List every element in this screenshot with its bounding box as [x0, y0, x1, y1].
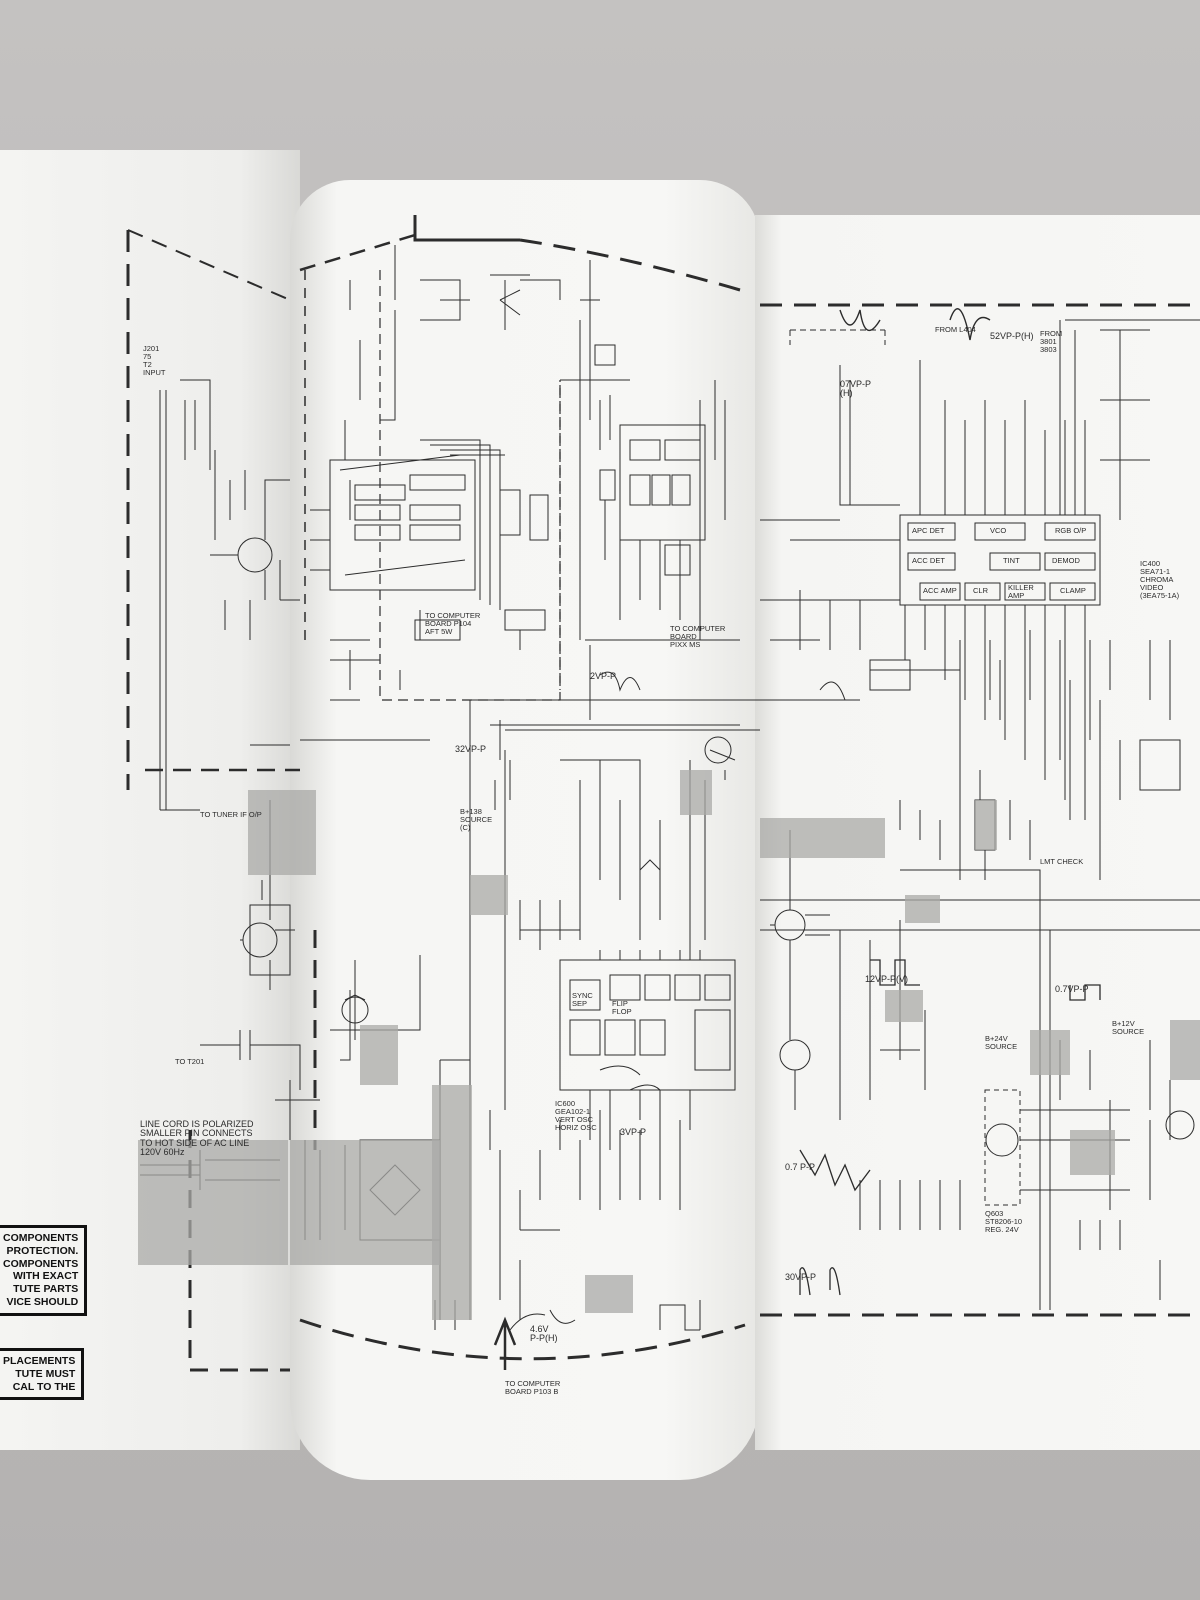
shaded-region [905, 895, 940, 923]
waveform-32vpp-label: 32VP-P [455, 744, 487, 754]
to-computer-pix-label: TO COMPUTER BOARD PIXX MS [670, 624, 726, 649]
notice-line: VICE SHOULD [6, 1295, 79, 1308]
waveform-2vpp-label: 2VP-P [590, 671, 617, 681]
ic600-label: IC600 GEA102-1 VERT OSC HORIZ OSC [555, 1099, 597, 1132]
shaded-region [975, 800, 997, 850]
shaded-region [360, 1025, 398, 1085]
waveform-3vpp-label: 3VP-P [620, 1127, 647, 1137]
shaded-region [1070, 1130, 1115, 1175]
notice-line: TUTE MUST [15, 1367, 76, 1380]
waveform-07vpp-label: 07VP-P (H) [840, 379, 872, 399]
b12v-source-label: B+12V SOURCE [1112, 1019, 1145, 1036]
apc-det-block: APC DET [912, 526, 945, 535]
q603-label: Q603 ST8206-10 REG. 24V [985, 1209, 1023, 1234]
shaded-region [248, 790, 316, 875]
shaded-region [290, 1140, 440, 1265]
tint-block: TINT [1003, 556, 1020, 565]
shaded-region [760, 818, 885, 858]
clr-block: CLR [973, 586, 989, 595]
to-tuner-label: TO TUNER IF O/P [200, 810, 262, 819]
acc-amp-block: ACC AMP [923, 586, 957, 595]
acc-det-block: ACC DET [912, 556, 945, 565]
clamp-block: CLAMP [1060, 586, 1086, 595]
to-computer-bottom-label: TO COMPUTER BOARD P103 B [505, 1379, 561, 1396]
notice-line: PLACEMENTS [3, 1355, 76, 1367]
shaded-region [138, 1140, 288, 1265]
waveform-30vpp-label: 30VP-P [785, 1272, 817, 1282]
demod-block: DEMOD [1052, 556, 1080, 565]
b-source-label: B+138 SOURCE (C) [460, 807, 493, 832]
from-l404-label: FROM L404 [935, 325, 976, 334]
waveform-07pp-label: 0.7 P-P [785, 1162, 816, 1172]
shaded-region [470, 875, 508, 915]
shaded-region [1170, 1020, 1200, 1080]
b24v-source-label: B+24V SOURCE [985, 1034, 1018, 1051]
safety-notice-top: COMPONENTS PROTECTION. COMPONENTS WITH E… [0, 1225, 88, 1316]
notice-line: COMPONENTS [3, 1257, 79, 1270]
ic400-label: IC400 SEA71-1 CHROMA VIDEO (3EA75-1A) [1140, 559, 1180, 600]
vco-block: VCO [990, 526, 1007, 535]
shaded-region [1030, 1030, 1070, 1075]
from-3801-label: FROM 3801 3803 [1040, 329, 1063, 354]
notice-line: TUTE PARTS [13, 1283, 79, 1296]
shaded-region [885, 990, 923, 1022]
waveform-52vpp-label: 52VP-P(H) [990, 331, 1034, 341]
notice-line: WITH EXACT [12, 1270, 79, 1283]
flip-flop-block: FLIP FLOP [612, 999, 632, 1016]
notice-line: PROTECTION. [6, 1244, 79, 1257]
shaded-region [585, 1275, 633, 1313]
sync-sep-block: SYNC SEP [572, 991, 593, 1008]
to-t201-label: TO T201 [175, 1057, 205, 1066]
line-cord-note: LINE CORD IS POLARIZED SMALLER PIN CONNE… [140, 1119, 254, 1158]
input-label: J201 75 T2 INPUT [143, 344, 166, 377]
lmt-check-label: LMT CHECK [1040, 857, 1084, 866]
waveform-12vpp-label: 12VP-P(V) [865, 974, 909, 984]
rgb-op-block: RGB O/P [1055, 526, 1087, 535]
waveform-46v-label: 4.6V P-P(H) [530, 1324, 558, 1344]
waveform-07vpp-b-label: 0.7VP-P [1055, 984, 1089, 994]
safety-notice-bottom: PLACEMENTS TUTE MUST CAL TO THE [0, 1348, 85, 1401]
notice-line: COMPONENTS [3, 1232, 79, 1244]
notice-line: CAL TO THE [12, 1380, 76, 1393]
killer-amp-block: KILLER AMP [1008, 583, 1034, 600]
shaded-region [680, 770, 712, 815]
to-computer-p104-label: TO COMPUTER BOARD P104 AFT 5W [425, 611, 481, 636]
